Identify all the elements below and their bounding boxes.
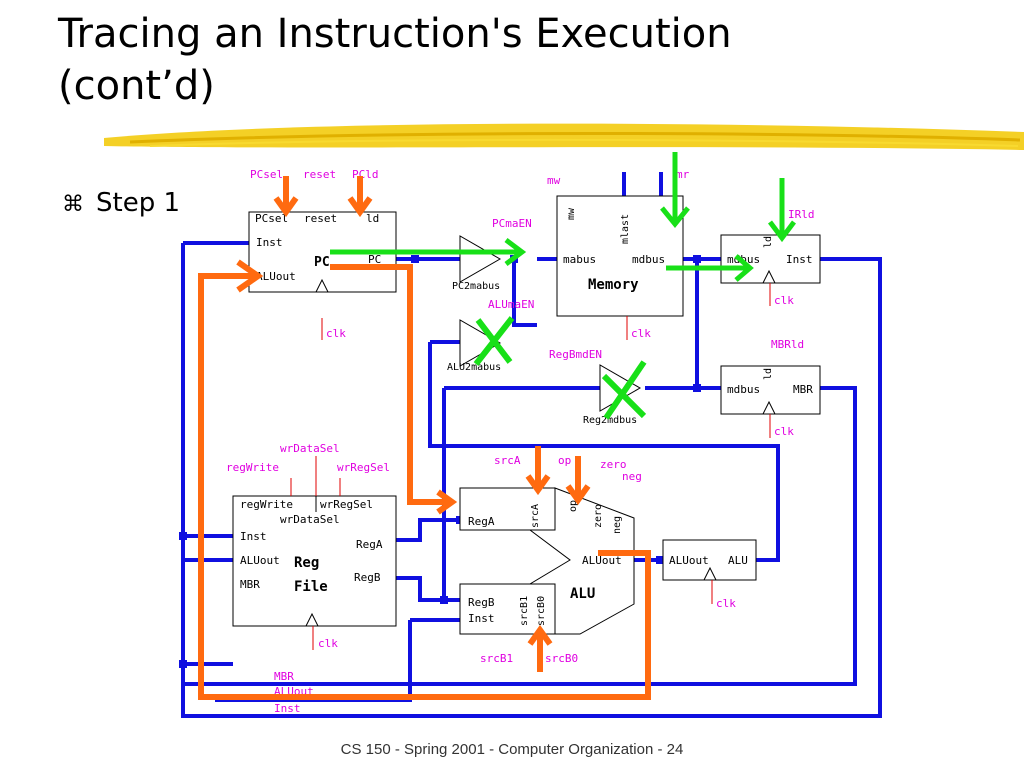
green-disabled-x-marks — [473, 316, 647, 420]
regfile-title-1: Reg — [294, 555, 319, 571]
memory-port-mw: mw — [566, 207, 577, 220]
slide-title: Tracing an Instruction's Execution (cont… — [58, 8, 958, 112]
memory-port-mlast: mlast — [620, 214, 631, 244]
memory-clk: clk — [631, 327, 651, 340]
bus-label-inst: Inst — [274, 702, 301, 715]
pc-clk: clk — [326, 327, 346, 340]
bullet-text: Step 1 — [96, 188, 181, 218]
title-line-2: (cont’d) — [58, 63, 215, 109]
signal-srcb1: srcB1 — [480, 652, 513, 665]
highlighter-underline — [104, 123, 1024, 150]
signal-pcmaen: PCmaEN — [492, 217, 532, 230]
signal-mr: mr — [676, 168, 690, 181]
alu-port-aluout: ALUout — [582, 554, 622, 567]
alu-port-zero: zero — [593, 504, 604, 528]
bullet-step: ⌘ Step 1 — [62, 188, 180, 218]
signal-irld: IRld — [788, 208, 815, 221]
signal-srcb0: srcB0 — [545, 652, 578, 665]
regfile-clk: clk — [318, 637, 338, 650]
pc-port-ld: ld — [366, 212, 379, 225]
signal-reset: reset — [303, 168, 336, 181]
aluout-port-in: ALUout — [669, 554, 709, 567]
command-key-icon: ⌘ — [62, 192, 84, 217]
regfile-port-wrdatasel: wrDataSel — [280, 513, 340, 526]
alu2mabus-buffer: ALU2mabus ALUmaEN — [447, 298, 534, 373]
memory-title: Memory — [588, 277, 639, 293]
regfile-port-regb: RegB — [354, 571, 381, 584]
alu-port-rega: RegA — [468, 515, 495, 528]
memory-block: mw mlast mabus mdbus Memory mw mr clk — [547, 168, 690, 340]
reg2mdbus-label: Reg2mdbus — [583, 415, 637, 426]
green-active-arrows — [330, 152, 796, 282]
signal-wrdatasel: wrDataSel — [280, 442, 340, 455]
regfile-port-rega: RegA — [356, 538, 383, 551]
pc-title: PC — [314, 255, 330, 270]
signal-zero: zero — [600, 458, 627, 471]
regfile-port-regwrite: regWrite — [240, 498, 293, 511]
alu-port-op: op — [568, 500, 579, 512]
signal-srca: srcA — [494, 454, 521, 467]
aluout-register: ALUout ALU clk — [662, 539, 757, 610]
aluout-clk: clk — [716, 597, 736, 610]
alu-port-neg: neg — [612, 516, 623, 534]
bus-labels: MBR ALUout Inst — [274, 670, 314, 715]
register-file: regWrite wrRegSel wrDataSel Inst ALUout … — [226, 442, 397, 650]
alu-port-srcb0: srcB0 — [536, 596, 547, 626]
title-line-1: Tracing an Instruction's Execution — [58, 11, 732, 57]
alu-port-regb: RegB — [468, 596, 495, 609]
signal-pcld: PCld — [352, 168, 379, 181]
ir-port-ld: ld — [763, 236, 774, 248]
alu-block: RegA srcA op zero neg ALUout RegB Inst s… — [459, 454, 642, 665]
pc2mabus-label: PC2mabus — [452, 281, 500, 292]
ir-clk: clk — [774, 294, 794, 307]
signal-alumaen: ALUmaEN — [488, 298, 534, 311]
regfile-port-aluout: ALUout — [240, 554, 280, 567]
mbr-port-ld: ld — [763, 368, 774, 380]
alu-title: ALU — [570, 586, 595, 602]
pc-port-pcsel: PCsel — [255, 212, 288, 225]
mbr-clk: clk — [774, 425, 794, 438]
regfile-port-mbr: MBR — [240, 578, 260, 591]
aluout-port-out: ALU — [728, 554, 748, 567]
memory-port-mabus: mabus — [563, 253, 596, 266]
pc-port-reset: reset — [304, 212, 337, 225]
signal-regbmden: RegBmdEN — [549, 348, 602, 361]
memory-port-mdbus: mdbus — [632, 253, 665, 266]
orange-datapath-trace — [198, 176, 651, 700]
signal-neg: neg — [622, 470, 642, 483]
slide-footer: CS 150 - Spring 2001 - Computer Organiza… — [340, 741, 684, 758]
signal-op: op — [558, 454, 571, 467]
regfile-port-inst: Inst — [240, 530, 267, 543]
regfile-port-wrregsel: wrRegSel — [320, 498, 373, 511]
alu-port-inst: Inst — [468, 612, 495, 625]
signal-mbrld: MBRld — [771, 338, 804, 351]
pc-port-pc: PC — [368, 253, 381, 266]
signal-pcsel: PCsel — [250, 168, 283, 181]
pc2mabus-buffer: PC2mabus PCmaEN — [452, 217, 532, 292]
alu-port-srcb1: srcB1 — [519, 596, 530, 626]
mbr-port-mdbus: mdbus — [727, 383, 760, 396]
alu2mabus-label: ALU2mabus — [447, 362, 501, 373]
signal-wrregsel: wrRegSel — [337, 461, 390, 474]
alu-port-srca: srcA — [530, 504, 541, 528]
bus-label-mbr: MBR — [274, 670, 294, 683]
regfile-title-2: File — [294, 579, 328, 595]
pc-port-aluout: ALUout — [256, 270, 296, 283]
signal-mw: mw — [547, 174, 561, 187]
signal-regwrite: regWrite — [226, 461, 279, 474]
mbr-port-mbr: MBR — [793, 383, 813, 396]
mbr-register: mdbus ld MBR MBRld clk — [720, 338, 821, 438]
ir-port-inst: Inst — [786, 253, 813, 266]
pc-port-inst: Inst — [256, 236, 283, 249]
